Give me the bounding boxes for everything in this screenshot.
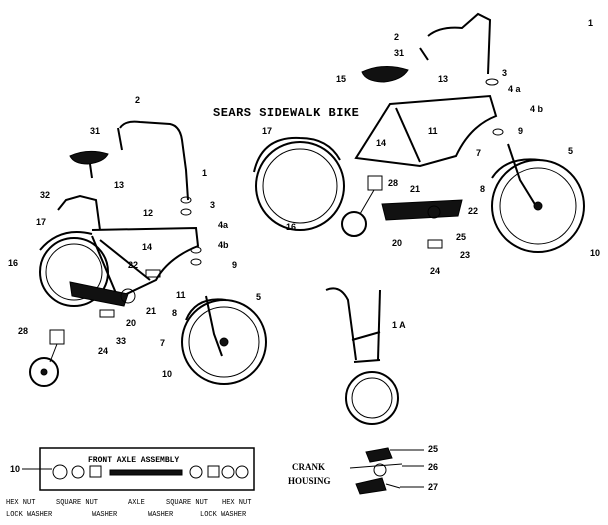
callout-2: 2	[394, 32, 399, 42]
left-sissy-bar	[57, 194, 101, 231]
left-bike: 2 31 13 32 17 16 12 14 22 21 20 11 1 3 4…	[8, 95, 267, 387]
callout-3: 3	[502, 68, 507, 78]
callout-4b: 4 b	[530, 104, 544, 114]
callout-5: 5	[256, 292, 261, 302]
callout-10: 10	[590, 248, 600, 258]
diagram-title: SEARS SIDEWALK BIKE	[213, 106, 359, 120]
right-chain-guard	[381, 199, 463, 221]
svg-text:HEX NUT: HEX NUT	[222, 499, 251, 507]
svg-text:AXLE: AXLE	[128, 499, 145, 507]
callout-15: 15	[336, 74, 346, 84]
housing-label: HOUSING	[288, 476, 331, 486]
callout-16: 16	[286, 222, 296, 232]
right-bike: 1 2 31 3 4 a 15 13 4 b 9 17 11 14 7 5 8 …	[253, 12, 600, 276]
right-rear-fender	[253, 136, 341, 173]
callout-12: 12	[143, 208, 153, 218]
svg-text:HEX NUT: HEX NUT	[6, 499, 35, 507]
svg-text:WASHER: WASHER	[148, 511, 174, 519]
callout-13: 13	[114, 180, 124, 190]
callout-21: 21	[410, 184, 420, 194]
callout-1a: 1 A	[392, 320, 406, 330]
callout-20: 20	[126, 318, 136, 328]
callout-10: 10	[10, 464, 20, 474]
frame-1a: 1 A	[325, 287, 406, 425]
svg-text:SQUARE NUT: SQUARE NUT	[56, 499, 98, 507]
svg-text:WASHER: WASHER	[92, 511, 118, 519]
crank-label: CRANK	[292, 462, 325, 472]
right-training-wheel	[341, 211, 367, 237]
callout-26: 26	[428, 462, 438, 472]
left-training-wheel	[29, 357, 59, 387]
callout-9: 9	[518, 126, 523, 136]
right-front-fork	[507, 143, 537, 207]
left-rear-fender	[39, 231, 93, 251]
right-rear-wheel	[255, 141, 345, 231]
left-frame	[91, 226, 200, 300]
callout-22: 22	[468, 206, 478, 216]
right-front-fender	[491, 158, 541, 179]
callout-22: 22	[128, 260, 138, 270]
callout-33: 33	[116, 336, 126, 346]
svg-text:LOCK WASHER: LOCK WASHER	[200, 511, 247, 519]
callout-11: 11	[428, 126, 438, 136]
left-chain-guard	[69, 281, 129, 307]
left-front-fender	[185, 298, 227, 321]
callout-28: 28	[18, 326, 28, 336]
callout-25: 25	[456, 232, 466, 242]
callout-11: 11	[176, 290, 186, 300]
callout-21: 21	[146, 306, 156, 316]
axle	[109, 469, 183, 476]
callout-4b: 4b	[218, 240, 229, 250]
callout-5: 5	[568, 146, 573, 156]
callout-10: 10	[162, 369, 172, 379]
callout-23: 23	[460, 250, 470, 260]
callout-4a: 4a	[218, 220, 229, 230]
callout-13: 13	[438, 74, 448, 84]
frame-1a-wheel	[345, 371, 399, 425]
left-seat	[69, 150, 109, 165]
callout-17: 17	[262, 126, 272, 136]
callout-24: 24	[98, 346, 108, 356]
front-axle-box	[39, 447, 255, 491]
callout-16: 16	[8, 258, 18, 268]
callout-17: 17	[36, 217, 46, 227]
front-axle-assembly: FRONT AXLE ASSEMBLY 10 HEX NUT SQUARE NU…	[6, 447, 255, 519]
callout-3: 3	[210, 200, 215, 210]
callout-2: 2	[135, 95, 140, 105]
callout-25: 25	[428, 444, 438, 454]
callout-14: 14	[376, 138, 386, 148]
callout-8: 8	[480, 184, 485, 194]
callout-1: 1	[202, 168, 207, 178]
left-front-fork	[205, 295, 223, 357]
right-handlebar	[427, 12, 492, 75]
callout-31: 31	[394, 48, 404, 58]
callout-9: 9	[232, 260, 237, 270]
left-handlebar	[119, 120, 189, 201]
callout-32: 32	[40, 190, 50, 200]
right-frame	[354, 94, 498, 168]
front-axle-title: FRONT AXLE ASSEMBLY	[88, 456, 179, 465]
callout-20: 20	[392, 238, 402, 248]
left-rear-wheel	[39, 237, 109, 307]
callout-7: 7	[476, 148, 481, 158]
callout-28: 28	[388, 178, 398, 188]
svg-text:LOCK WASHER: LOCK WASHER	[6, 511, 53, 519]
callout-31: 31	[90, 126, 100, 136]
callout-8: 8	[172, 308, 177, 318]
right-seat	[361, 66, 409, 83]
callout-1: 1	[588, 18, 593, 28]
svg-text:SQUARE NUT: SQUARE NUT	[166, 499, 208, 507]
callout-4a: 4 a	[508, 84, 522, 94]
callout-7: 7	[160, 338, 165, 348]
crank-housing: CRANK HOUSING 25 26 27	[288, 444, 438, 495]
callout-27: 27	[428, 482, 438, 492]
callout-24: 24	[430, 266, 440, 276]
callout-14: 14	[142, 242, 152, 252]
